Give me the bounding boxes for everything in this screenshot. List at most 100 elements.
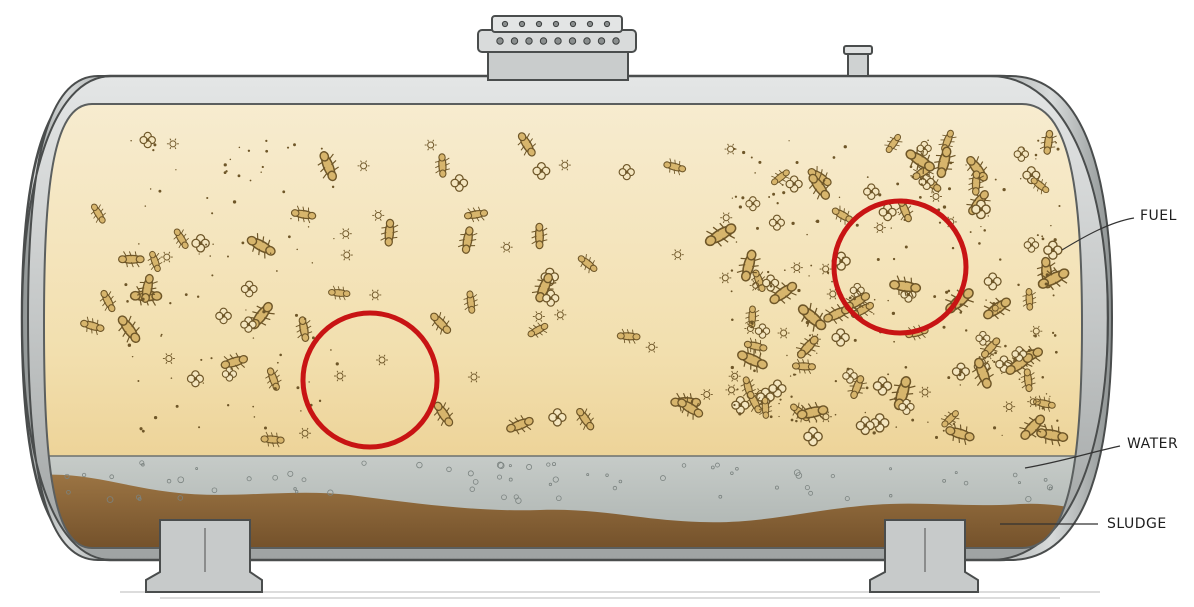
speck (992, 302, 995, 305)
speck (230, 368, 232, 370)
speck (171, 377, 173, 379)
bolt (526, 38, 532, 44)
speck (748, 199, 750, 201)
speck (239, 147, 241, 149)
speck (959, 311, 962, 314)
speck (943, 326, 946, 329)
speck (245, 309, 246, 310)
speck (985, 299, 986, 300)
speck (920, 178, 922, 180)
speck (231, 375, 232, 376)
speck (1046, 393, 1047, 394)
speck (1001, 373, 1002, 374)
speck (741, 196, 744, 199)
speck (831, 281, 833, 283)
speck (199, 253, 200, 254)
speck (953, 423, 955, 425)
speck (1037, 234, 1039, 236)
speck (308, 381, 309, 382)
speck (270, 252, 271, 253)
speck (993, 361, 995, 363)
speck (795, 420, 797, 422)
speck (241, 241, 244, 244)
speck (816, 421, 818, 423)
sludge-label: SLUDGE (1107, 516, 1167, 532)
speck (793, 374, 795, 376)
speck (947, 376, 950, 379)
speck (772, 193, 775, 196)
speck (731, 290, 733, 292)
speck (952, 247, 954, 249)
speck (768, 196, 770, 198)
speck (1017, 284, 1019, 286)
bolt (613, 38, 619, 44)
speck (1035, 158, 1036, 159)
speck (141, 298, 144, 301)
manway-flange (478, 16, 636, 80)
speck (784, 269, 786, 271)
speck (233, 200, 236, 203)
speck (790, 396, 792, 398)
speck (919, 196, 922, 199)
speck (230, 159, 232, 161)
speck (1041, 376, 1044, 379)
speck (224, 163, 227, 166)
speck (332, 186, 334, 188)
saddle-support-left (146, 520, 262, 592)
speck (844, 145, 847, 148)
speck (1056, 420, 1058, 422)
speck (835, 414, 837, 416)
speck (960, 303, 963, 306)
speck (158, 190, 161, 193)
speck (898, 212, 899, 213)
speck (250, 180, 252, 182)
speck (791, 222, 794, 225)
speck (874, 299, 876, 301)
speck (1042, 407, 1045, 410)
speck (296, 386, 299, 389)
speck (754, 172, 756, 174)
speck (1020, 178, 1021, 179)
speck (751, 156, 753, 158)
bolt (497, 38, 503, 44)
tank-interior (30, 100, 1100, 560)
speck (853, 298, 856, 301)
speck (288, 235, 291, 238)
speck (796, 161, 799, 164)
speck (756, 227, 759, 230)
vent-pipe (844, 46, 872, 76)
bolt (584, 38, 590, 44)
speck (835, 380, 837, 382)
speck (877, 258, 880, 261)
speck (839, 197, 840, 198)
bolt (569, 38, 575, 44)
speck (252, 406, 254, 408)
speck (175, 169, 176, 170)
speck (254, 416, 256, 418)
speck (1058, 205, 1060, 207)
speck (983, 357, 985, 359)
speck (895, 426, 897, 428)
speck (296, 249, 298, 251)
speck (750, 321, 753, 324)
speck (203, 382, 204, 383)
speck (206, 197, 208, 199)
speck (887, 300, 888, 301)
speck (1054, 238, 1057, 241)
speck (892, 312, 895, 315)
speck (856, 224, 859, 227)
speck (753, 369, 756, 372)
speck (248, 150, 250, 152)
speck (992, 360, 993, 361)
speck (842, 257, 844, 259)
speck (1019, 378, 1021, 380)
speck (227, 404, 229, 406)
speck (137, 380, 139, 382)
speck (893, 341, 895, 343)
speck (1045, 283, 1048, 286)
speck (910, 165, 913, 168)
speck (139, 427, 142, 430)
speck (980, 226, 981, 227)
speck (733, 376, 735, 378)
